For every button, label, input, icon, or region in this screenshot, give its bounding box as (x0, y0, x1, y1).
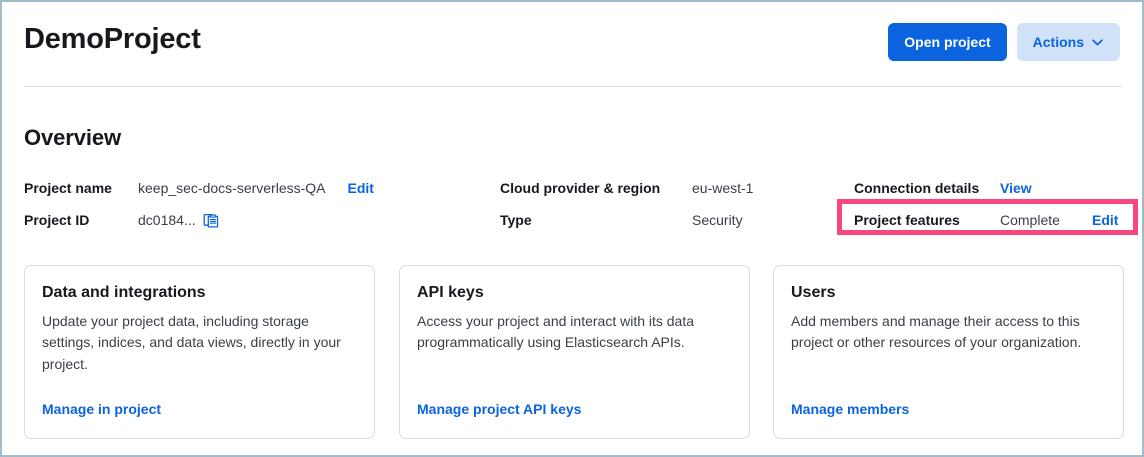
actions-button-label: Actions (1032, 34, 1084, 50)
manage-members-link[interactable]: Manage members (791, 401, 910, 417)
project-features-status: Complete (1000, 212, 1060, 228)
manage-project-api-keys-link[interactable]: Manage project API keys (417, 401, 582, 417)
copy-icon[interactable] (203, 212, 219, 228)
header-action-buttons: Open project Actions (888, 23, 1120, 61)
detail-row-project-id: Project ID dc0184... (24, 204, 374, 236)
overview-heading: Overview (24, 125, 122, 150)
overview-column-3: Connection details View Project features… (854, 172, 1118, 236)
overview-column-2: Cloud provider & region eu-west-1 Type S… (500, 172, 753, 236)
card-users: Users Add members and manage their acces… (773, 265, 1124, 439)
open-project-button[interactable]: Open project (888, 23, 1007, 61)
page-title: DemoProject (24, 23, 201, 55)
project-name-edit-link[interactable]: Edit (347, 180, 374, 196)
detail-row-connection-details: Connection details View (854, 172, 1118, 204)
chevron-down-icon (1091, 36, 1104, 49)
card-api-keys: API keys Access your project and interac… (399, 265, 750, 439)
page-header: DemoProject Open project Actions (2, 2, 1142, 86)
project-name-label: Project name (24, 180, 112, 196)
project-features-label: Project features (854, 212, 960, 228)
project-id-value: dc0184... (138, 212, 196, 228)
project-id-label: Project ID (24, 212, 90, 228)
overview-column-1: Project name keep_sec-docs-serverless-QA… (24, 172, 374, 236)
card-data-and-integrations: Data and integrations Update your projec… (24, 265, 375, 439)
detail-row-cloud-provider: Cloud provider & region eu-west-1 (500, 172, 753, 204)
card-title: Data and integrations (42, 284, 206, 301)
detail-row-project-name: Project name keep_sec-docs-serverless-QA… (24, 172, 374, 204)
type-value: Security (692, 212, 743, 228)
project-features-highlight-box (837, 199, 1138, 235)
manage-in-project-link[interactable]: Manage in project (42, 401, 162, 417)
card-description: Update your project data, including stor… (42, 313, 341, 372)
card-title: API keys (417, 284, 484, 301)
project-features-edit-link[interactable]: Edit (1092, 212, 1119, 228)
type-label: Type (500, 212, 532, 228)
card-description: Access your project and interact with it… (417, 313, 695, 351)
cloud-provider-label: Cloud provider & region (500, 180, 661, 196)
detail-row-type: Type Security (500, 204, 753, 236)
cloud-provider-value: eu-west-1 (692, 180, 754, 196)
card-title: Users (791, 284, 836, 301)
header-divider (24, 86, 1122, 87)
detail-row-project-features: Project features Complete Edit (854, 204, 1118, 236)
overview-details: Project name keep_sec-docs-serverless-QA… (2, 172, 1142, 238)
connection-details-label: Connection details (854, 180, 980, 196)
card-description: Add members and manage their access to t… (791, 313, 1082, 351)
project-name-value: keep_sec-docs-serverless-QA (138, 180, 326, 196)
overview-cards: Data and integrations Update your projec… (24, 265, 1124, 439)
connection-details-view-link[interactable]: View (1000, 180, 1032, 196)
actions-button[interactable]: Actions (1016, 23, 1120, 61)
open-project-button-label: Open project (904, 34, 991, 50)
